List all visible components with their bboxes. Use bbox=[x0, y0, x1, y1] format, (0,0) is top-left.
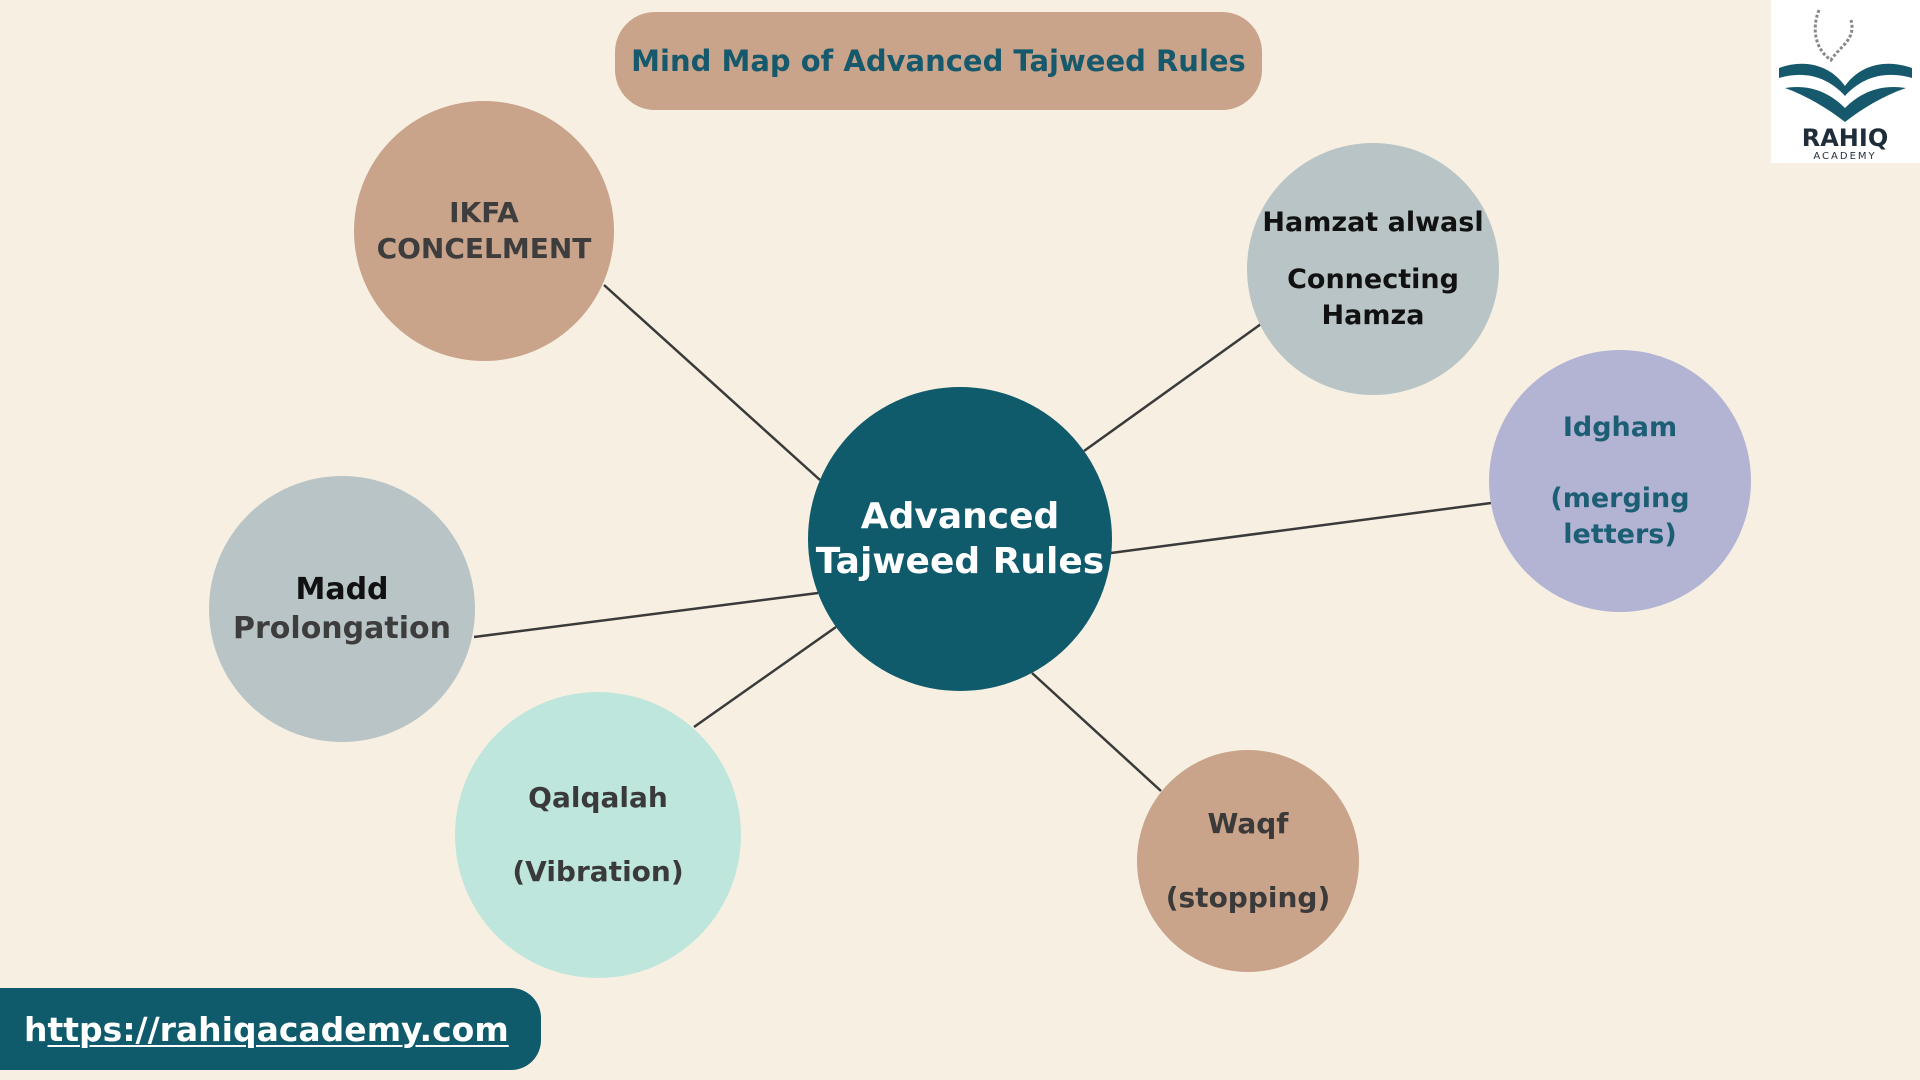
node-ikfa-line2: CONCELMENT bbox=[376, 232, 592, 265]
connector-ikfa bbox=[603, 284, 821, 481]
connector-qalqalah bbox=[693, 625, 837, 729]
node-hamzat: Hamzat alwasl Connecting Hamza bbox=[1247, 143, 1499, 395]
diagram-title: Mind Map of Advanced Tajweed Rules bbox=[615, 12, 1262, 110]
node-qalqalah-line2: (Vibration) bbox=[512, 855, 684, 888]
logo-name: RAHIQ bbox=[1802, 124, 1888, 152]
title-text: Mind Map of Advanced Tajweed Rules bbox=[631, 44, 1246, 78]
connector-idgham bbox=[1110, 501, 1492, 555]
node-hamzat-line3: Hamza bbox=[1321, 299, 1425, 331]
node-madd: Madd Prolongation bbox=[209, 476, 475, 742]
connector-hamzat bbox=[1083, 322, 1262, 453]
node-qalqalah: Qalqalah (Vibration) bbox=[455, 692, 741, 978]
node-madd-line2: Prolongation bbox=[233, 611, 451, 646]
node-idgham-line2: (merging letters) bbox=[1550, 483, 1690, 550]
node-qalqalah-line1: Qalqalah bbox=[528, 780, 668, 814]
center-line2: Tajweed Rules bbox=[815, 541, 1105, 582]
node-waqf-line2: (stopping) bbox=[1165, 881, 1331, 914]
connector-waqf bbox=[1031, 672, 1162, 792]
node-idgham-line1: Idgham bbox=[1562, 412, 1678, 444]
node-center: Advanced Tajweed Rules bbox=[808, 387, 1112, 691]
node-ikfa: IKFA CONCELMENT bbox=[354, 101, 614, 361]
node-madd-line1: Madd bbox=[295, 572, 389, 607]
node-waqf-line1: Waqf bbox=[1207, 806, 1289, 840]
url-first: h bbox=[24, 1009, 48, 1049]
node-idgham: Idgham (merging letters) bbox=[1489, 350, 1751, 612]
node-hamzat-line1: Hamzat alwasl bbox=[1262, 207, 1484, 239]
connector-madd bbox=[473, 591, 819, 639]
logo-sub: ACADEMY bbox=[1813, 151, 1876, 162]
node-hamzat-line2: Connecting bbox=[1287, 264, 1459, 296]
center-line1: Advanced bbox=[860, 496, 1060, 537]
node-ikfa-line1: IKFA bbox=[449, 195, 519, 229]
url-rest[interactable]: ttps://rahiqacademy.com bbox=[47, 1009, 509, 1049]
node-waqf: Waqf (stopping) bbox=[1137, 750, 1359, 972]
